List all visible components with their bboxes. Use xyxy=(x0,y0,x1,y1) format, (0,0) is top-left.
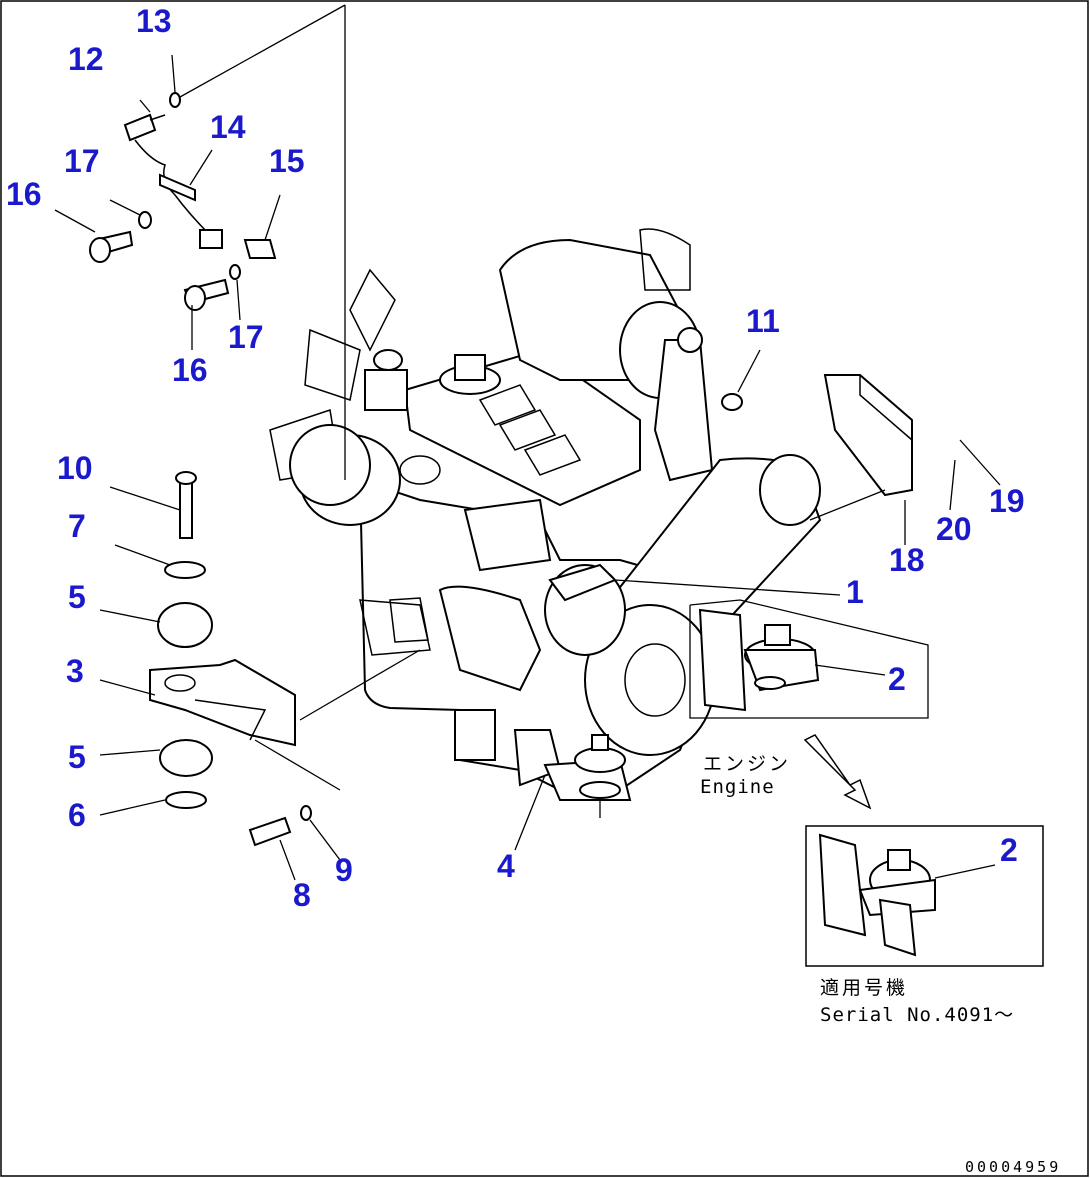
muffler-bracket-18 xyxy=(823,374,913,497)
callout-3: 3 xyxy=(66,653,84,689)
engine-label-jp: エンジン xyxy=(703,753,791,775)
callout-11: 11 xyxy=(746,303,780,339)
rear-mount-2 xyxy=(689,599,929,719)
callout-20: 20 xyxy=(936,511,972,547)
callout-labels: 1 2 3 4 5 5 6 7 8 9 10 11 12 13 14 15 16… xyxy=(6,3,1025,913)
callout-1: 1 xyxy=(846,574,864,610)
callout-19: 19 xyxy=(989,483,1025,519)
callout-6: 6 xyxy=(68,797,86,833)
leader-lines xyxy=(54,4,1001,881)
callout-12: 12 xyxy=(68,41,104,77)
callout-2-inset: 2 xyxy=(1000,832,1018,868)
callout-17-upper: 17 xyxy=(64,143,100,179)
callout-8: 8 xyxy=(293,877,311,913)
callout-16-upper: 16 xyxy=(6,176,42,212)
callout-7: 7 xyxy=(68,508,86,544)
engine-label-en: Engine xyxy=(700,776,775,798)
inset-label-jp: 適用号機 xyxy=(820,977,908,999)
front-mount-4 xyxy=(513,729,632,818)
inset-serial: Serial No.4091～ xyxy=(820,1004,1014,1026)
drawing-code: 00004959 xyxy=(965,1158,1061,1176)
callout-17-lower: 17 xyxy=(228,319,264,355)
callout-5-upper: 5 xyxy=(68,579,86,615)
callout-18: 18 xyxy=(889,542,925,578)
callout-4: 4 xyxy=(497,848,515,884)
callout-5-lower: 5 xyxy=(68,739,86,775)
callout-16-lower: 16 xyxy=(172,352,208,388)
sensor-assembly xyxy=(89,92,743,411)
callout-13: 13 xyxy=(136,3,172,39)
left-mount-parts xyxy=(149,471,312,847)
callout-2: 2 xyxy=(888,661,906,697)
inset-later-serial xyxy=(803,734,1044,967)
callout-9: 9 xyxy=(335,852,353,888)
engine-illustration xyxy=(269,228,822,791)
callout-14: 14 xyxy=(210,109,246,145)
callout-15: 15 xyxy=(269,143,305,179)
callout-10: 10 xyxy=(57,450,93,486)
